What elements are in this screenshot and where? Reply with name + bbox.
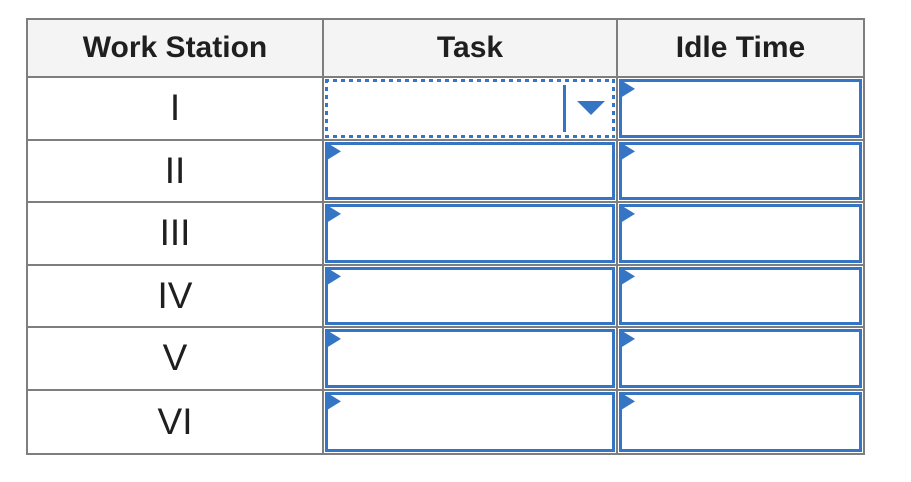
- idle-cell-row-1: [618, 78, 863, 141]
- caret-down-icon: [577, 101, 605, 116]
- station-label-row-5: V: [28, 328, 324, 391]
- task-cell-row-3: [324, 203, 618, 266]
- idle-cell-row-6: [618, 390, 863, 453]
- station-label-row-1: I: [28, 78, 324, 141]
- idle-time-value: [622, 82, 859, 135]
- task-field-row-4[interactable]: [325, 266, 615, 325]
- task-field-row-3[interactable]: [325, 204, 615, 263]
- station-label-row-6: VI: [28, 390, 324, 453]
- idle-time-value: [622, 270, 859, 323]
- station-label-row-4: IV: [28, 265, 324, 328]
- task-value: [328, 145, 612, 198]
- dropdown-divider: [563, 85, 566, 132]
- idle-time-value: [622, 395, 859, 450]
- idle-cell-row-3: [618, 203, 863, 266]
- idle-time-field-row-4[interactable]: [619, 266, 862, 325]
- task-value: [328, 207, 612, 260]
- idle-time-value: [622, 207, 859, 260]
- task-cell-row-1: [324, 78, 618, 141]
- task-cell-row-2: [324, 140, 618, 203]
- task-cell-row-4: [324, 265, 618, 328]
- idle-time-field-row-5[interactable]: [619, 329, 862, 388]
- task-field-row-2[interactable]: [325, 141, 615, 200]
- idle-time-field-row-3[interactable]: [619, 204, 862, 263]
- task-value: [328, 332, 612, 385]
- work-station-assignment-table: Work Station Task Idle Time I II III: [26, 18, 865, 455]
- column-header-idle-time: Idle Time: [618, 20, 863, 78]
- task-dropdown-row-1[interactable]: [325, 79, 615, 138]
- idle-cell-row-2: [618, 140, 863, 203]
- task-field-row-6[interactable]: [325, 391, 615, 452]
- station-label-row-2: II: [28, 140, 324, 203]
- idle-time-field-row-1[interactable]: [619, 79, 862, 138]
- task-field-row-5[interactable]: [325, 329, 615, 388]
- idle-time-field-row-2[interactable]: [619, 141, 862, 200]
- column-header-work-station: Work Station: [28, 20, 324, 78]
- idle-cell-row-5: [618, 328, 863, 391]
- task-cell-row-5: [324, 328, 618, 391]
- task-dropdown-value: [325, 79, 563, 138]
- idle-time-field-row-6[interactable]: [619, 391, 862, 452]
- task-value: [328, 270, 612, 323]
- task-cell-row-6: [324, 390, 618, 453]
- column-header-task: Task: [324, 20, 618, 78]
- idle-cell-row-4: [618, 265, 863, 328]
- idle-time-value: [622, 145, 859, 198]
- task-value: [328, 395, 612, 450]
- station-label-row-3: III: [28, 203, 324, 266]
- idle-time-value: [622, 332, 859, 385]
